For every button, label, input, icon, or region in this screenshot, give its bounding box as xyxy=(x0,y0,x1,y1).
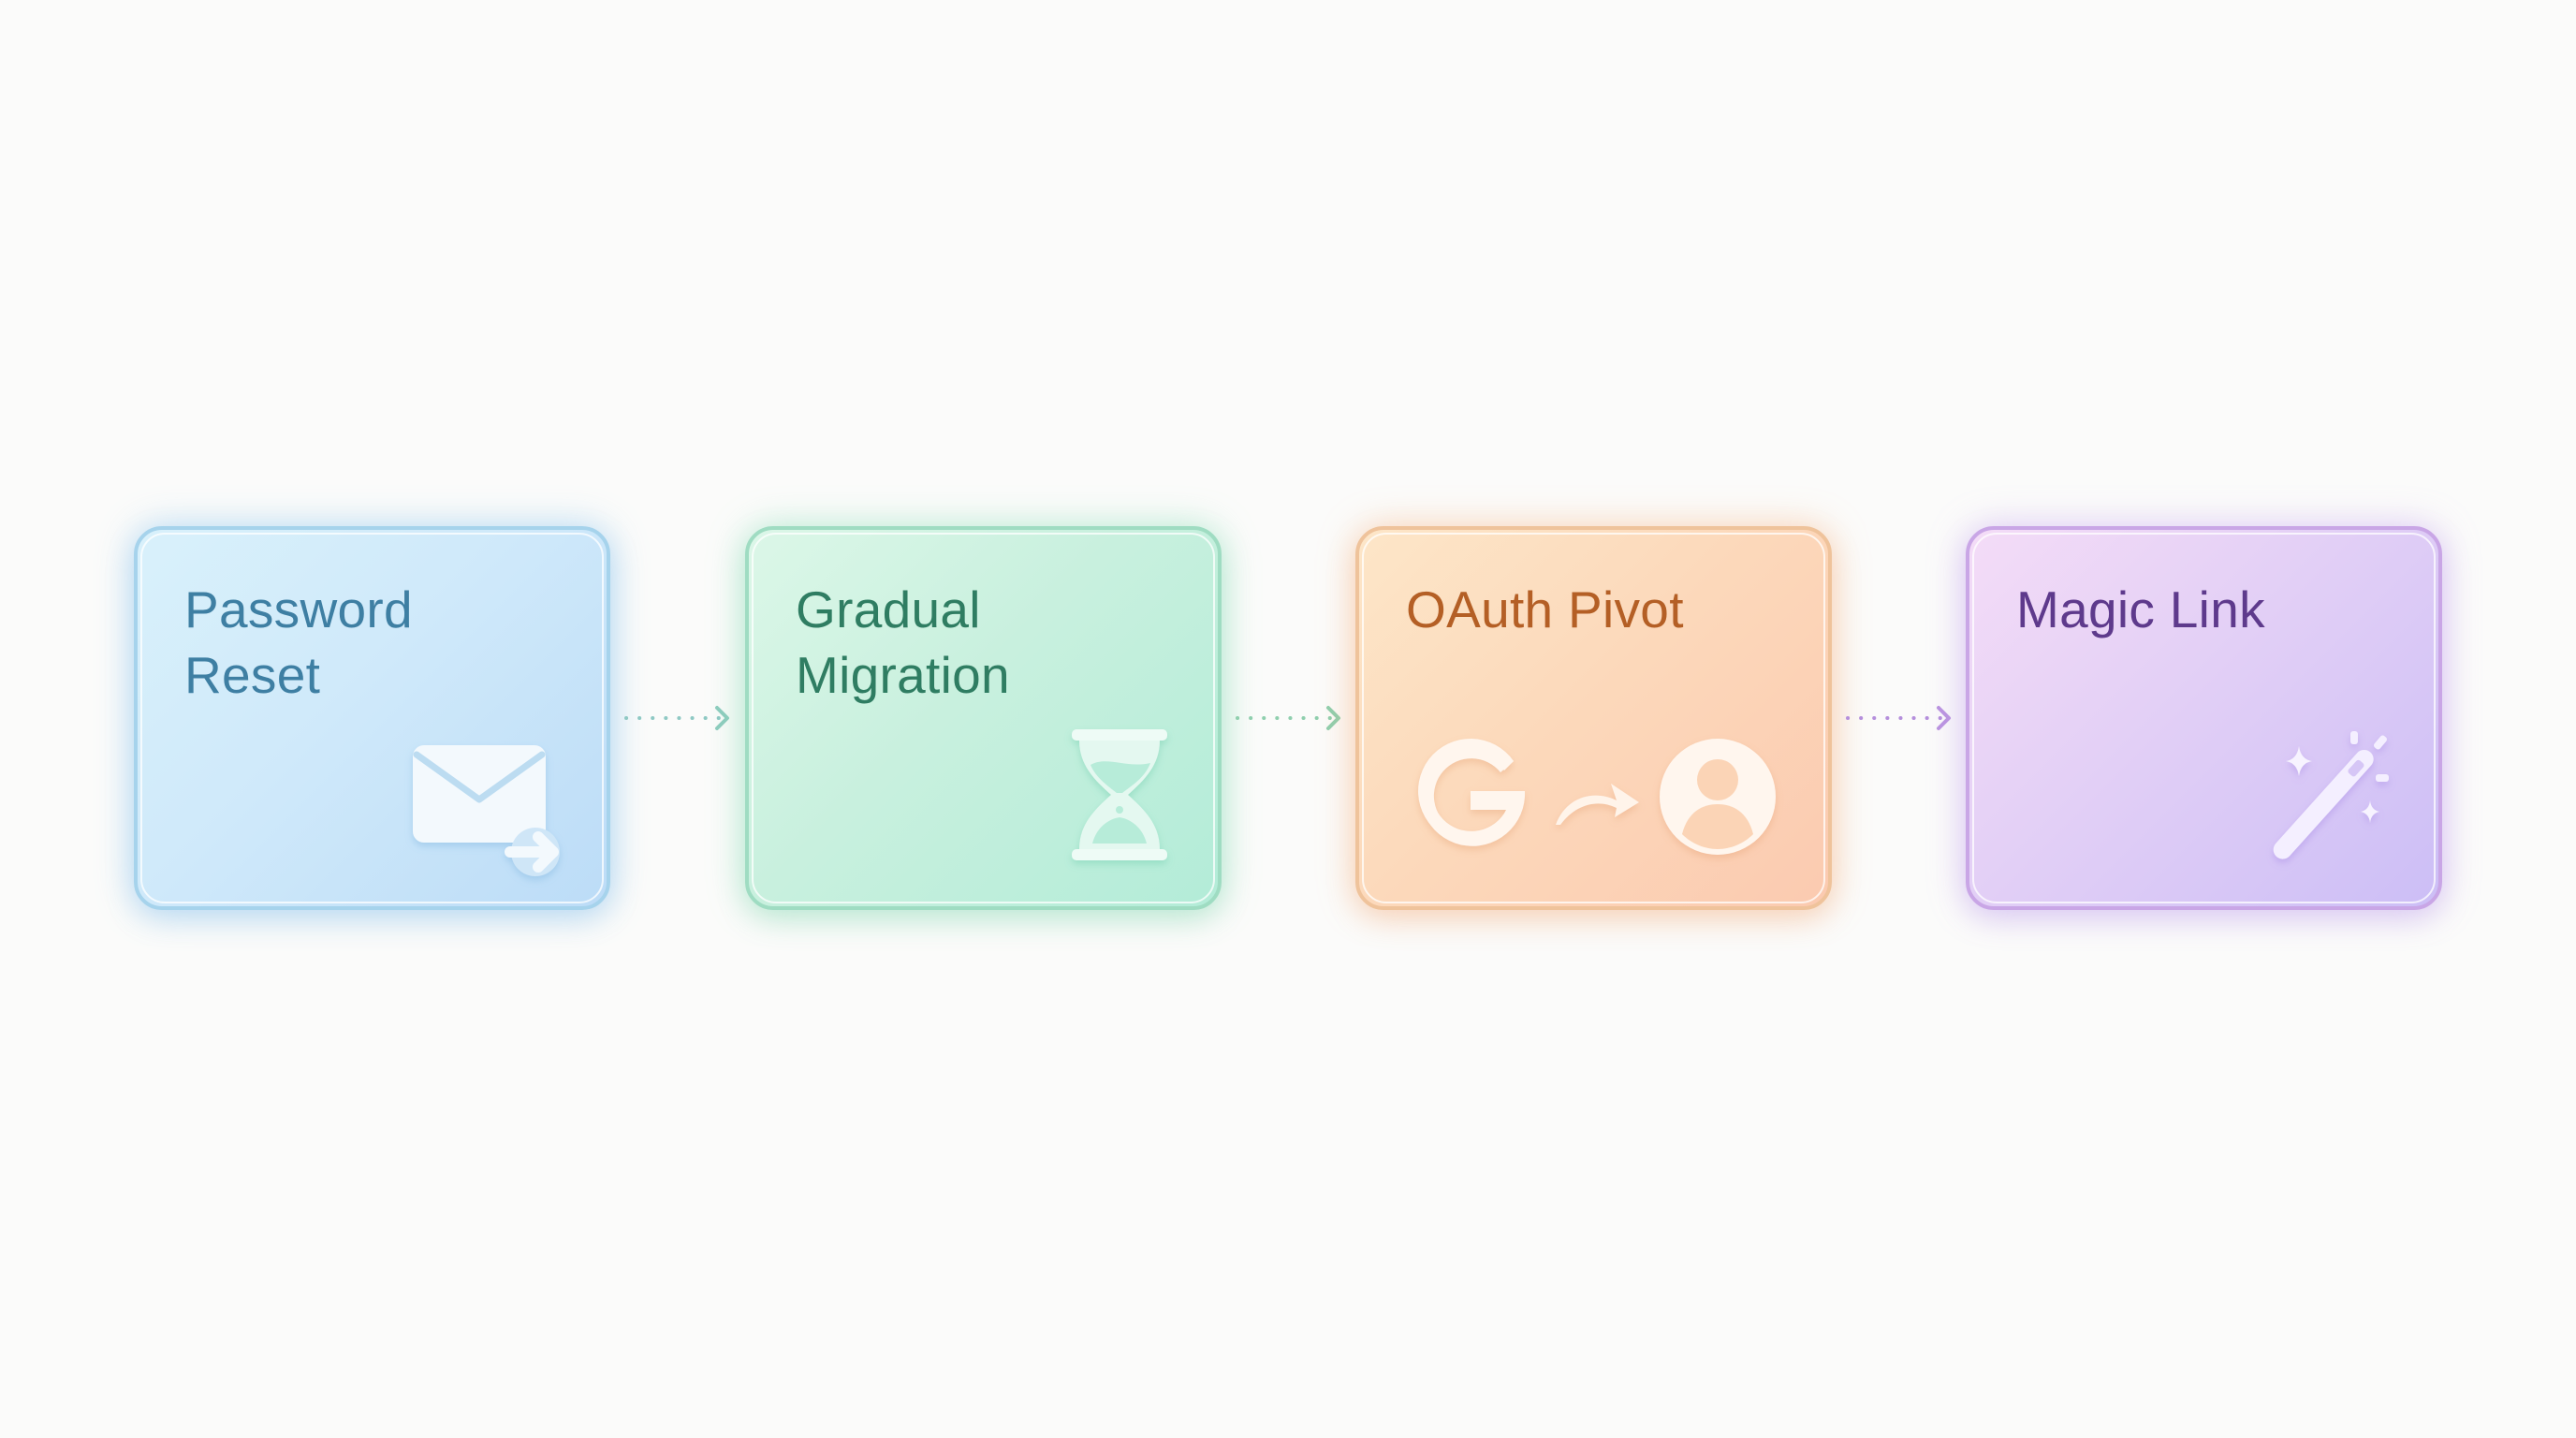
step-title: Magic Link xyxy=(2016,580,2265,638)
connector-arrow-1 xyxy=(623,704,732,732)
step-card-gradual-migration: Gradual Migration xyxy=(745,526,1222,910)
step-title: OAuth Pivot xyxy=(1406,580,1684,638)
step-title: Gradual Migration xyxy=(796,580,1010,704)
envelope-arrow-icon xyxy=(409,741,560,876)
redirect-arrow-icon xyxy=(1556,784,1639,825)
magic-wand-icon xyxy=(2258,727,2394,868)
hourglass-icon xyxy=(1070,727,1171,864)
google-to-user-icon xyxy=(1411,735,1785,858)
step-card-oauth-pivot: OAuth Pivot xyxy=(1355,526,1832,910)
step-card-password-reset: Password Reset xyxy=(134,526,610,910)
step-card-magic-link: Magic Link xyxy=(1966,526,2442,910)
step-title: Password Reset xyxy=(184,580,413,704)
user-avatar-icon xyxy=(1660,739,1776,855)
connector-arrow-2 xyxy=(1235,704,1343,732)
google-g-icon xyxy=(1418,738,1525,846)
connector-arrow-3 xyxy=(1845,704,1954,732)
